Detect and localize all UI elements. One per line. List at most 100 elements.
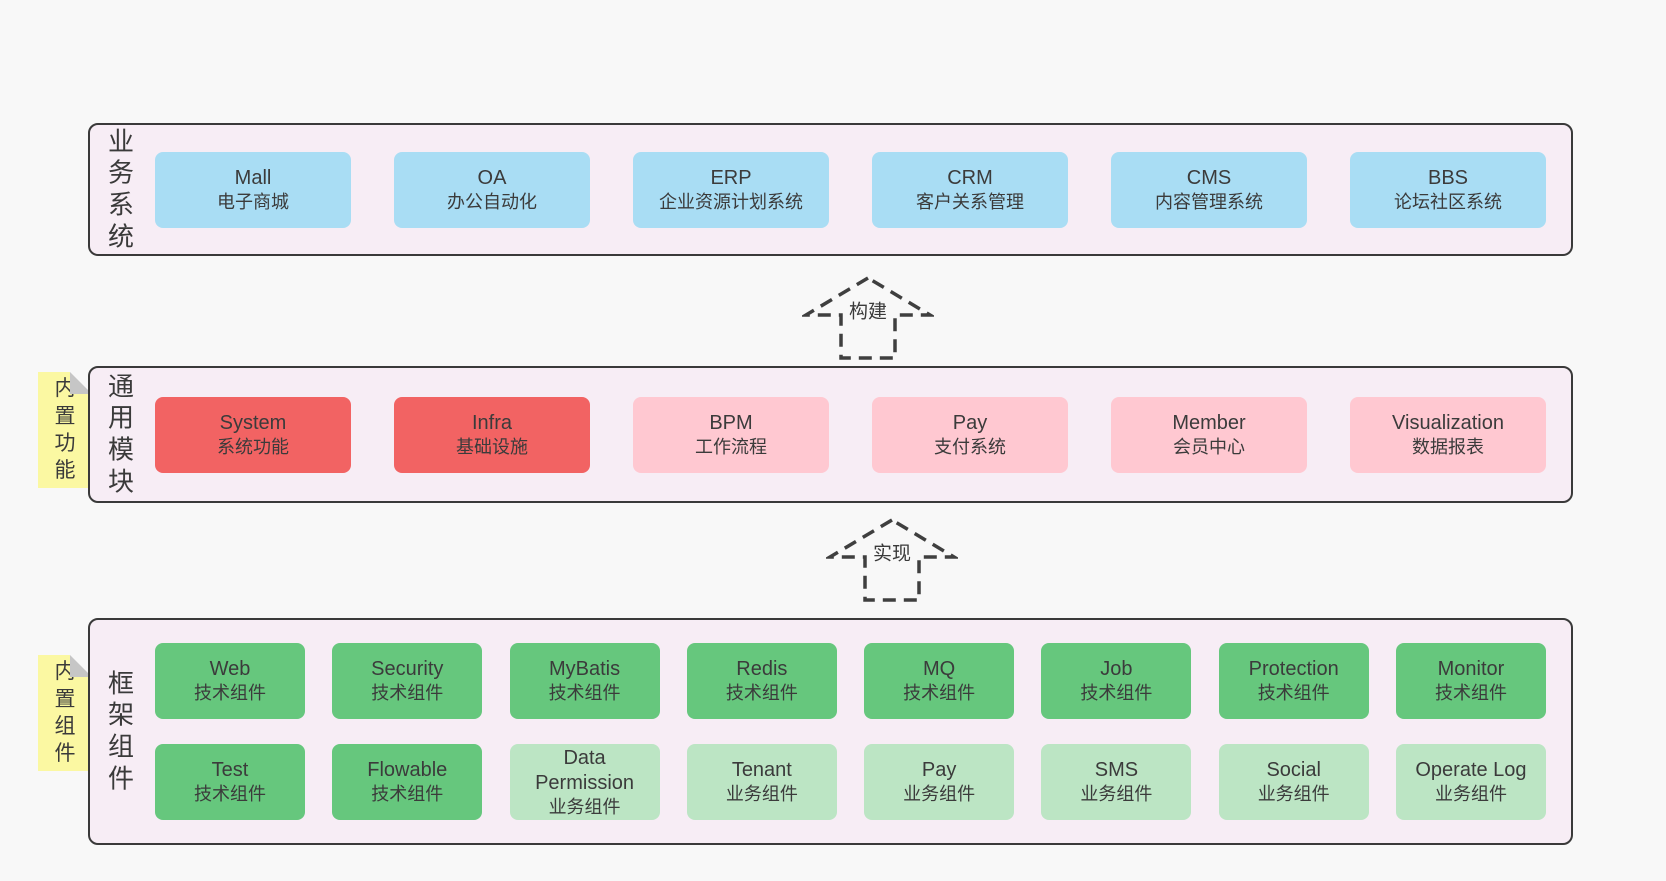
box-subtitle: 业务组件 <box>903 784 976 805</box>
box-subtitle: 技术组件 <box>1257 683 1330 704</box>
box-title: Redis <box>736 658 788 681</box>
box-subtitle: 客户关系管理 <box>916 191 1024 212</box>
box-title: Social <box>1266 759 1321 782</box>
box-subtitle: 内容管理系统 <box>1155 191 1263 212</box>
box-subtitle: 基础设施 <box>456 436 528 457</box>
box-title: Job <box>1100 658 1133 681</box>
box-subtitle: 业务组件 <box>725 784 798 805</box>
box-subtitle: 技术组件 <box>1080 683 1153 704</box>
box-subtitle: 支付系统 <box>934 436 1006 457</box>
box-subtitle: 技术组件 <box>194 784 266 805</box>
box-subtitle: 会员中心 <box>1173 436 1245 457</box>
sticky-note-built-in-components-label: 内置组件 <box>54 660 76 766</box>
dashed-up-arrow-icon <box>802 275 934 360</box>
box-subtitle: 业务组件 <box>1434 784 1507 805</box>
box-title: Security <box>371 658 444 681</box>
box-subtitle: 业务组件 <box>1257 784 1330 805</box>
box-title: BBS <box>1427 166 1469 189</box>
layer-title-common-modules: 通用模块 <box>107 371 134 497</box>
box-title: Mall <box>234 166 272 189</box>
box-subtitle: 技术组件 <box>548 683 621 704</box>
box-title: ERP <box>710 166 752 189</box>
box-title: Visualization <box>1392 411 1504 434</box>
box-title: Data Permission <box>535 746 635 794</box>
box-subtitle: 技术组件 <box>903 683 976 704</box>
box-subtitle: 技术组件 <box>371 683 444 704</box>
arrow-implement-label: 实现 <box>869 536 915 568</box>
box-subtitle: 企业资源计划系统 <box>659 191 803 212</box>
box-title: Tenant <box>731 759 792 782</box>
arrow-build-label: 构建 <box>845 294 891 326</box>
box-title: MQ <box>923 658 956 681</box>
box-subtitle: 办公自动化 <box>447 191 537 212</box>
box-subtitle: 技术组件 <box>371 784 444 805</box>
box-title: Protection <box>1248 658 1339 681</box>
box-subtitle: 工作流程 <box>695 436 767 457</box>
box-subtitle: 业务组件 <box>1080 784 1153 805</box>
box-title: Monitor <box>1437 658 1505 681</box>
layer-title-business-systems: 业务系统 <box>107 126 134 252</box>
box-title: Pay <box>921 759 957 782</box>
box-subtitle: 业务组件 <box>548 796 621 817</box>
box-title: SMS <box>1094 759 1139 782</box>
box-title: OA <box>477 166 507 189</box>
arrow-implement: 实现 <box>826 517 958 603</box>
box-subtitle: 数据报表 <box>1412 436 1484 457</box>
layer-title-framework-components: 框架组件 <box>107 668 134 794</box>
box-title: Infra <box>471 411 513 434</box>
box-subtitle: 技术组件 <box>1434 683 1507 704</box>
box-title: Flowable <box>367 759 448 782</box>
sticky-note-built-in-features-label: 内置功能 <box>54 377 76 483</box>
box-title: BPM <box>709 411 753 434</box>
box-title: System <box>219 411 287 434</box>
arrow-build: 构建 <box>802 275 934 361</box>
box-title: MyBatis <box>549 658 621 681</box>
box-subtitle: 技术组件 <box>194 683 266 704</box>
box-title: Pay <box>952 411 988 434</box>
box-subtitle: 论坛社区系统 <box>1394 191 1502 212</box>
dashed-up-arrow-icon <box>826 517 958 602</box>
box-title: Member <box>1172 411 1246 434</box>
box-title: Operate Log <box>1415 759 1527 782</box>
box-subtitle: 系统功能 <box>217 436 289 457</box>
box-title: CRM <box>947 166 993 189</box>
sticky-note-built-in-components: 内置组件 <box>38 655 92 771</box>
box-subtitle: 电子商城 <box>217 191 289 212</box>
box-title: Test <box>211 759 249 782</box>
